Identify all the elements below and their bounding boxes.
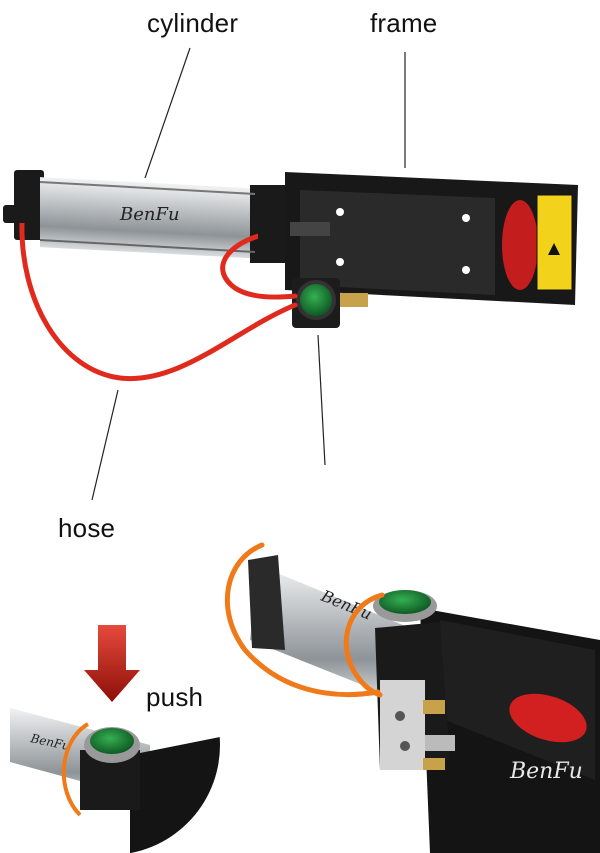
top-assembly: BenFu xyxy=(3,170,578,382)
label-push: push xyxy=(146,682,204,712)
closeup-assembly: BenFu BenFu xyxy=(224,542,600,853)
air-hose-orange xyxy=(224,542,385,698)
label-frame: frame xyxy=(370,8,438,38)
label-cylinder: cylinder xyxy=(147,8,239,38)
push-inset: BenFu xyxy=(0,625,220,853)
label-hose: hose xyxy=(58,513,116,543)
metal-frame xyxy=(285,172,578,305)
cylinder-brand-logo: BenFu xyxy=(119,204,180,225)
warning-label xyxy=(536,194,573,291)
air-hose-red xyxy=(19,219,298,382)
leader-lines xyxy=(91,47,406,501)
frame-brand-logo: BenFu xyxy=(509,759,583,784)
push-arrow-icon xyxy=(84,625,140,702)
push-valve xyxy=(292,278,368,328)
